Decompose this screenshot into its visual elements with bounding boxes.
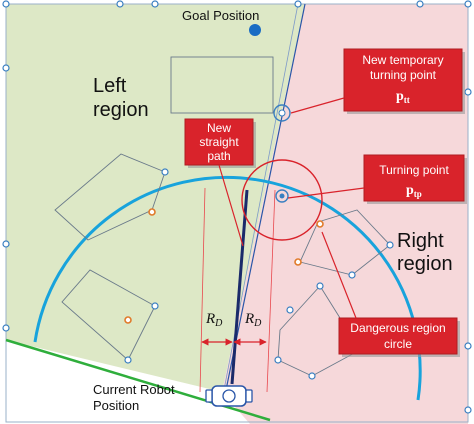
- vertex-node: [464, 342, 472, 350]
- vertex-node: [294, 0, 302, 8]
- right-region-label-line1: Right: [397, 230, 444, 252]
- callout-ntp-line1: New temporary: [362, 53, 443, 67]
- goal-position-label: Goal Position: [182, 8, 259, 23]
- callout-new-straight-path-line2: straight: [199, 135, 239, 149]
- robot-position-label-line2: Position: [93, 398, 139, 413]
- callout-ntp-line2: turning point: [370, 68, 437, 82]
- right-region-label-line2: region: [397, 253, 453, 275]
- temporary-turning-point-dot: [278, 109, 286, 117]
- obstacle-right-middle: [299, 209, 391, 276]
- goal-obstacle-rect: [170, 56, 274, 114]
- callout-drc-pointer: [321, 231, 357, 319]
- obstacle-left-upper: [54, 153, 166, 241]
- turning-point-marker: [275, 189, 289, 203]
- callout-new-straight-path: [184, 118, 254, 166]
- callout-new-straight-path-pointer: [218, 164, 244, 247]
- vertex-node: [316, 282, 324, 290]
- turning-point-dot: [279, 193, 285, 199]
- temporary-turning-point-marker: [273, 104, 291, 122]
- vertex-node: [2, 324, 10, 332]
- callout-tp-pointer: [287, 187, 365, 199]
- callout-ntp-pointer: [290, 97, 345, 114]
- dangerous-region-circle: [241, 159, 323, 241]
- left-guide-line: [199, 187, 206, 393]
- callout-tp-symbol: ptp: [406, 183, 422, 199]
- vertex-node: [2, 240, 10, 248]
- rd-label-left: RD: [205, 311, 223, 329]
- vertex-node: [386, 241, 394, 249]
- callout-ntp-symbol: ptt: [396, 89, 410, 105]
- vertex-node: [151, 0, 159, 8]
- left-region-area: [6, 4, 305, 392]
- orange-node: [294, 258, 302, 266]
- goal-position-dot: [249, 24, 261, 36]
- vertex-node: [286, 306, 294, 314]
- callout-tp-line1: Turning point: [379, 163, 449, 177]
- rd-label-right: RD: [244, 311, 262, 329]
- vertex-node: [348, 271, 356, 279]
- diagram-frame: [5, 3, 469, 423]
- vertex-node: [151, 302, 159, 310]
- callout-new-temporary-turning-point: [343, 48, 463, 112]
- callout-new-straight-path-line3: path: [207, 149, 230, 163]
- vertex-node: [308, 372, 316, 380]
- robot-position-label-line1: Current Robot: [93, 382, 175, 397]
- callout-drc-line2: circle: [384, 337, 412, 351]
- orange-node: [316, 220, 324, 228]
- callout-turning-point: [363, 154, 465, 202]
- obstacle-left-lower: [61, 269, 156, 361]
- new-straight-path-line: [230, 189, 249, 385]
- vertex-node: [464, 0, 472, 8]
- robot-icon: [205, 385, 253, 407]
- left-region-label-line2: region: [93, 99, 149, 121]
- vertex-node: [416, 0, 424, 8]
- sensing-range-arc: [33, 175, 422, 401]
- vertex-node: [274, 356, 282, 364]
- vertex-node: [464, 88, 472, 96]
- vertex-node: [464, 406, 472, 414]
- orange-node: [148, 208, 156, 216]
- obstacle-vertices: [2, 0, 472, 414]
- left-region-label-line1: Left: [93, 75, 127, 97]
- orange-node: [124, 316, 132, 324]
- vertex-node: [124, 356, 132, 364]
- callout-new-straight-path-line1: New: [207, 121, 231, 135]
- vertex-node: [2, 0, 10, 8]
- vertex-node: [116, 0, 124, 8]
- vertex-node: [2, 64, 10, 72]
- region-boundary-line: [225, 3, 306, 391]
- vertex-node: [161, 168, 169, 176]
- callout-drc-line1: Dangerous region: [350, 321, 445, 335]
- callout-dangerous-region-circle: [338, 317, 458, 355]
- right-guide-line: [266, 189, 276, 393]
